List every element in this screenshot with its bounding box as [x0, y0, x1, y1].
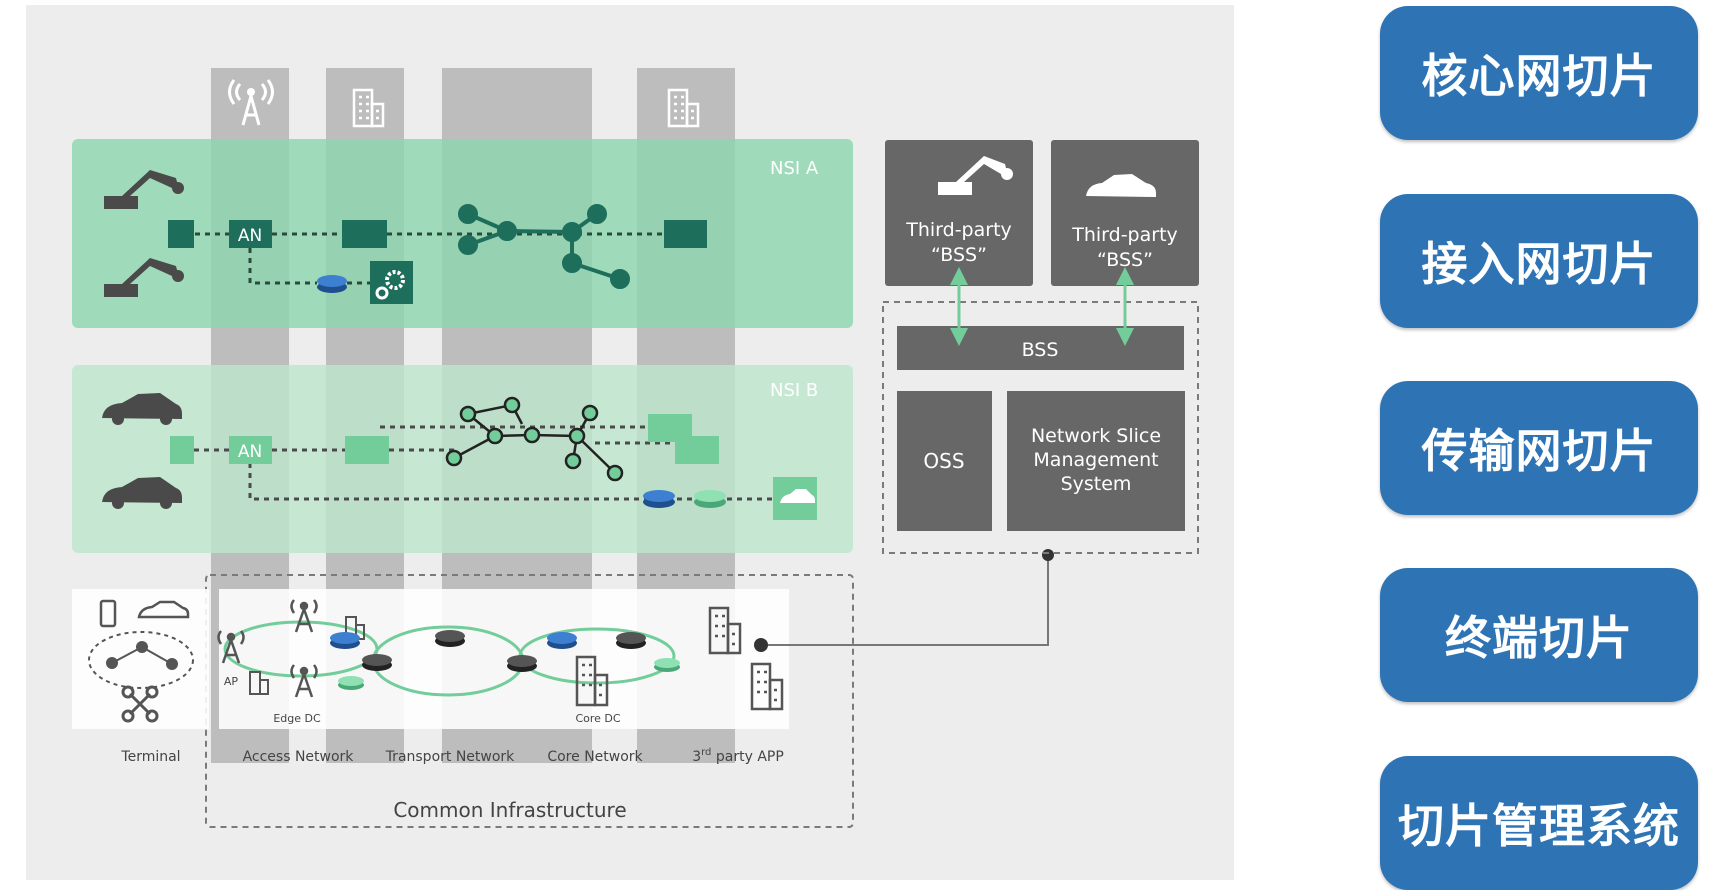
building-icon — [249, 671, 269, 695]
building-icon — [667, 88, 700, 128]
bss-box — [897, 326, 1184, 370]
core-dc-label: Core DC — [575, 712, 620, 725]
nsms-label-line2: Management — [1033, 449, 1158, 471]
management-boundary — [882, 301, 1199, 554]
app-node — [664, 220, 707, 248]
core-network-slice-button[interactable]: 核心网切片 — [1380, 6, 1698, 140]
slice-management-system-button[interactable]: 切片管理系统 — [1380, 756, 1698, 890]
link-endpoint — [1042, 549, 1054, 561]
router-icon — [547, 632, 577, 649]
car-icon — [773, 477, 817, 520]
third-party-bss-label: Third-party — [1071, 224, 1178, 246]
bss-label: BSS — [1022, 339, 1059, 361]
ue-node — [170, 436, 194, 464]
nsi-a-slice — [72, 139, 853, 328]
device-mesh — [106, 641, 178, 670]
building-icon — [352, 88, 385, 128]
router-icon — [507, 655, 537, 672]
car-icon — [1086, 174, 1156, 197]
router-icon — [643, 490, 675, 508]
building-icon — [750, 662, 784, 711]
nsms-label-line1: Network Slice — [1031, 425, 1161, 447]
oss-label: OSS — [923, 449, 964, 473]
access-network-slice-button[interactable]: 接入网切片 — [1380, 194, 1698, 328]
car-icon — [102, 477, 182, 509]
an-label: AN — [238, 442, 262, 462]
core-network-label: Core Network — [547, 749, 643, 765]
an-node — [229, 220, 272, 248]
router-icon — [694, 490, 726, 508]
third-party-app-label: 3rd party APP — [692, 747, 784, 765]
third-party-bss-quote: “BSS” — [1097, 249, 1153, 271]
nsi-b-links — [194, 425, 773, 501]
car-icon — [102, 393, 182, 425]
core-network-topology-a — [458, 204, 630, 289]
router-icon — [616, 632, 646, 649]
nsi-a-links — [195, 232, 664, 285]
link-endpoint — [754, 638, 768, 652]
router-icon — [654, 658, 680, 672]
building-icon — [708, 606, 742, 655]
device-group — [88, 631, 194, 689]
network-slice-management-system-box — [1007, 391, 1185, 531]
app-to-management-link — [761, 555, 1049, 646]
antenna-icon — [228, 79, 274, 126]
edge-function-node — [345, 436, 389, 464]
third-party-bss-box — [1051, 140, 1199, 286]
router-icon — [362, 654, 392, 671]
terminal-label: Terminal — [120, 749, 180, 765]
edge-dc-label: Edge DC — [273, 712, 321, 725]
nsi-b-label: NSI B — [770, 380, 818, 401]
common-infrastructure-label: Common Infrastructure — [393, 798, 626, 822]
robot-arm-icon — [104, 170, 184, 209]
antenna-icon — [290, 599, 318, 633]
access-network-label: Access Network — [243, 749, 355, 765]
transport-network-label: Transport Network — [385, 749, 515, 765]
router-icon — [338, 676, 364, 690]
robot-arm-icon — [938, 156, 1013, 195]
transport-network-slice-button[interactable]: 传输网切片 — [1380, 381, 1698, 515]
third-party-bss-label: Third-party — [905, 219, 1012, 241]
router-icon — [317, 275, 347, 293]
car-icon — [137, 600, 190, 619]
an-node — [229, 436, 272, 464]
nsms-label-line3: System — [1061, 473, 1132, 495]
antenna-icon — [217, 630, 245, 664]
network-slicing-diagram: NSI A NSI B AN — [26, 5, 1234, 880]
router-icon — [435, 630, 465, 647]
robot-arm-icon — [104, 258, 184, 297]
terminal-slice-button[interactable]: 终端切片 — [1380, 568, 1698, 702]
nsi-a-label: NSI A — [770, 158, 819, 179]
ap-label: AP — [224, 675, 239, 688]
infrastructure-panels — [72, 589, 789, 729]
third-party-bss-box — [885, 140, 1033, 286]
gear-icon — [370, 261, 413, 304]
antenna-icon — [290, 664, 318, 698]
oss-box — [897, 391, 992, 531]
edge-function-node — [342, 220, 387, 248]
building-icon — [575, 655, 609, 707]
router-icon — [330, 632, 360, 649]
core-network-topology-b — [445, 396, 624, 482]
third-party-bss-quote: “BSS” — [931, 244, 987, 266]
ue-node — [168, 220, 194, 248]
app-node — [675, 436, 719, 464]
phone-icon — [99, 599, 117, 628]
an-label: AN — [238, 226, 262, 246]
drone-icon — [121, 685, 159, 723]
